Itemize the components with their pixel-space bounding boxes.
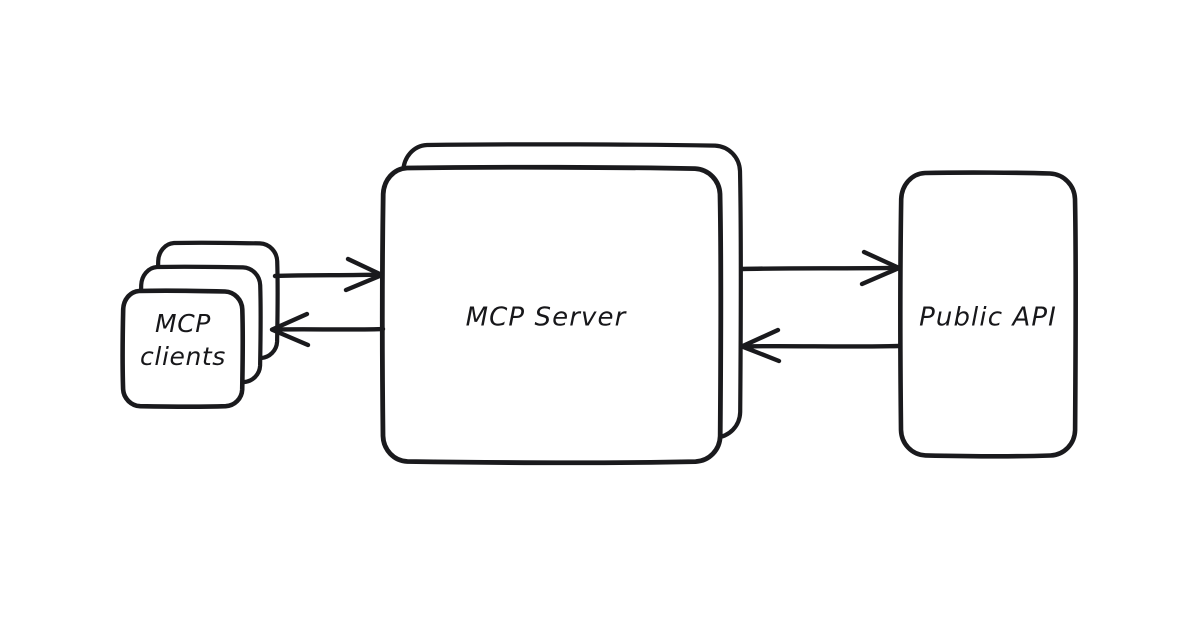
node-mcp-server[interactable]: MCP Server — [379, 142, 744, 466]
edge-server-to-clients[interactable] — [269, 311, 386, 348]
edge-clients-to-server[interactable] — [272, 256, 385, 293]
edge-api-to-server-arrowhead — [739, 327, 782, 364]
edge-clients-to-server-arrowhead — [343, 256, 385, 293]
mcp-server-label: MCP Server — [466, 303, 628, 333]
public-api-label: Public API — [919, 303, 1057, 333]
mcp-clients-label-line-2: clients — [140, 342, 226, 371]
edge-clients-to-server-line — [272, 272, 384, 279]
edge-server-to-api[interactable] — [739, 249, 902, 287]
mcp-clients-label-line-1: MCP — [155, 309, 211, 338]
edge-server-to-api-arrowhead — [859, 249, 902, 287]
edge-server-to-clients-line — [271, 326, 386, 332]
node-mcp-clients[interactable]: MCP clients — [120, 240, 280, 410]
mcp-server-front-box — [379, 164, 724, 466]
edge-api-to-server[interactable] — [739, 327, 902, 364]
edge-server-to-clients-arrowhead — [269, 311, 311, 348]
mcp-clients-front-box — [120, 288, 246, 410]
node-public-api[interactable]: Public API — [898, 170, 1079, 459]
public-api-box — [898, 170, 1079, 459]
edge-server-to-api-line — [739, 265, 901, 272]
